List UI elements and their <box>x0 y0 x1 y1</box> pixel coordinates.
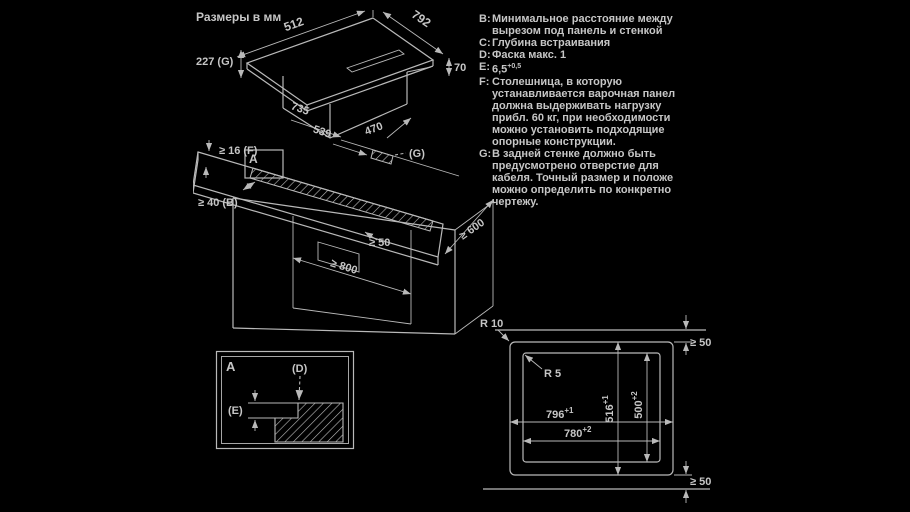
cutout-outline <box>483 329 710 490</box>
legend-item-key: F: <box>479 75 490 88</box>
legend-item-line: можно установить подходящие <box>492 123 665 136</box>
legend-item: C:Глубина встраивания <box>479 37 715 49</box>
dim-back-clearance: ≥ 50 <box>690 337 711 349</box>
dim-cutout-depth: 500+2 <box>630 391 645 419</box>
detail-a-dimensions: (D) (E) <box>228 363 308 431</box>
dim-front-clearance: ≥ 50 <box>690 476 711 488</box>
base-cabinet <box>232 197 494 335</box>
legend-item-line: 6,5+0,5 <box>492 63 522 76</box>
iso-dim-box-depth: 470 <box>363 120 384 138</box>
iso-dim-box-width: 735 <box>289 101 310 118</box>
legend-item-key: B: <box>479 13 491 25</box>
legend-item-key: E: <box>479 61 490 73</box>
detail-callout: A <box>244 149 284 179</box>
legend-item-line: кабеля. Точный размер и положе <box>492 171 674 184</box>
legend-item-line: Фаска макс. 1 <box>492 49 567 61</box>
dim-cable-hole: (G) <box>409 148 425 160</box>
dim-recess-depth: 516+1 <box>601 395 616 423</box>
iso-dim-depth: 512 <box>282 14 306 34</box>
legend-item: D:Фаска макс. 1 <box>479 49 715 61</box>
dim-chamfer: (D) <box>292 363 308 375</box>
iso-dimensions: 512 792 70 227 (G) 735 539 470 <box>196 8 466 156</box>
dim-worktop-thickness: ≥ 16 (F) <box>219 145 258 157</box>
legend-item-line: предусмотрено отверстие для <box>492 159 659 172</box>
cabinet-installation-drawing: A ≥ 16 (F) ≥ 40 (B) (G) ≥ 50 ≥ 800 ≥ 600 <box>193 139 494 335</box>
detail-callout-label: A <box>249 152 258 166</box>
legend-item-line: можно определить по конкретно <box>492 183 672 196</box>
cutout-dimensions: R 10 R 5 516+1 500+2 796+1 780+2 ≥ 50 ≥ … <box>480 315 711 503</box>
worktop <box>193 139 460 266</box>
legend-item-key: D: <box>479 49 491 61</box>
legend-item-line: опорные конструкции. <box>492 135 616 148</box>
legend-item-key: C: <box>479 37 491 49</box>
dim-recess-width: 796+1 <box>546 406 574 421</box>
detail-a-label: A <box>226 359 236 374</box>
legend-item-line: должна выдерживать нагрузку <box>492 99 662 112</box>
iso-dim-box-front: 539 <box>311 124 332 141</box>
dim-radius-outer: R 10 <box>480 318 503 330</box>
detail-a-drawing: A (D) (E) <box>215 350 355 450</box>
legend-item-line: В задней стенке должно быть <box>492 147 656 160</box>
dim-radius-inner: R 5 <box>544 368 561 380</box>
dim-worktop-depth: ≥ 600 <box>458 217 487 243</box>
legend-item-line: вырезом под панель и стенкой <box>492 25 663 37</box>
dim-cutout-width: 780+2 <box>564 425 592 440</box>
legend-item-line: Минимальное расстояние между <box>492 13 673 25</box>
iso-dim-height: 70 <box>454 62 466 74</box>
isometric-hob-drawing: 512 792 70 227 (G) 735 539 470 <box>196 8 466 156</box>
dim-rabbet-depth: (E) <box>228 405 243 417</box>
legend-item-line: Столешница, в которую <box>492 75 622 88</box>
cabinet-dimensions: ≥ 16 (F) ≥ 40 (B) (G) ≥ 50 ≥ 800 ≥ 600 <box>198 140 494 295</box>
dim-wall-distance: ≥ 40 (B) <box>198 197 238 209</box>
legend-item-line: устанавливается варочная панел <box>492 87 676 100</box>
legend-item-line: прибл. 60 кг, при необходимости <box>492 111 671 124</box>
worktop-section <box>248 402 344 443</box>
hob-outline <box>245 10 435 139</box>
iso-dim-width: 792 <box>409 8 434 30</box>
dim-front-distance: ≥ 50 <box>369 237 390 249</box>
cutout-plan-drawing: R 10 R 5 516+1 500+2 796+1 780+2 ≥ 50 ≥ … <box>480 315 711 503</box>
legend-item-key: G: <box>479 147 492 160</box>
legend-item-line: чертежу. <box>492 195 539 208</box>
iso-dim-cable: 227 (G) <box>196 56 234 68</box>
legend-item: E:6,5+0,5 <box>479 61 715 76</box>
legend-item-line: Глубина встраивания <box>492 37 611 49</box>
